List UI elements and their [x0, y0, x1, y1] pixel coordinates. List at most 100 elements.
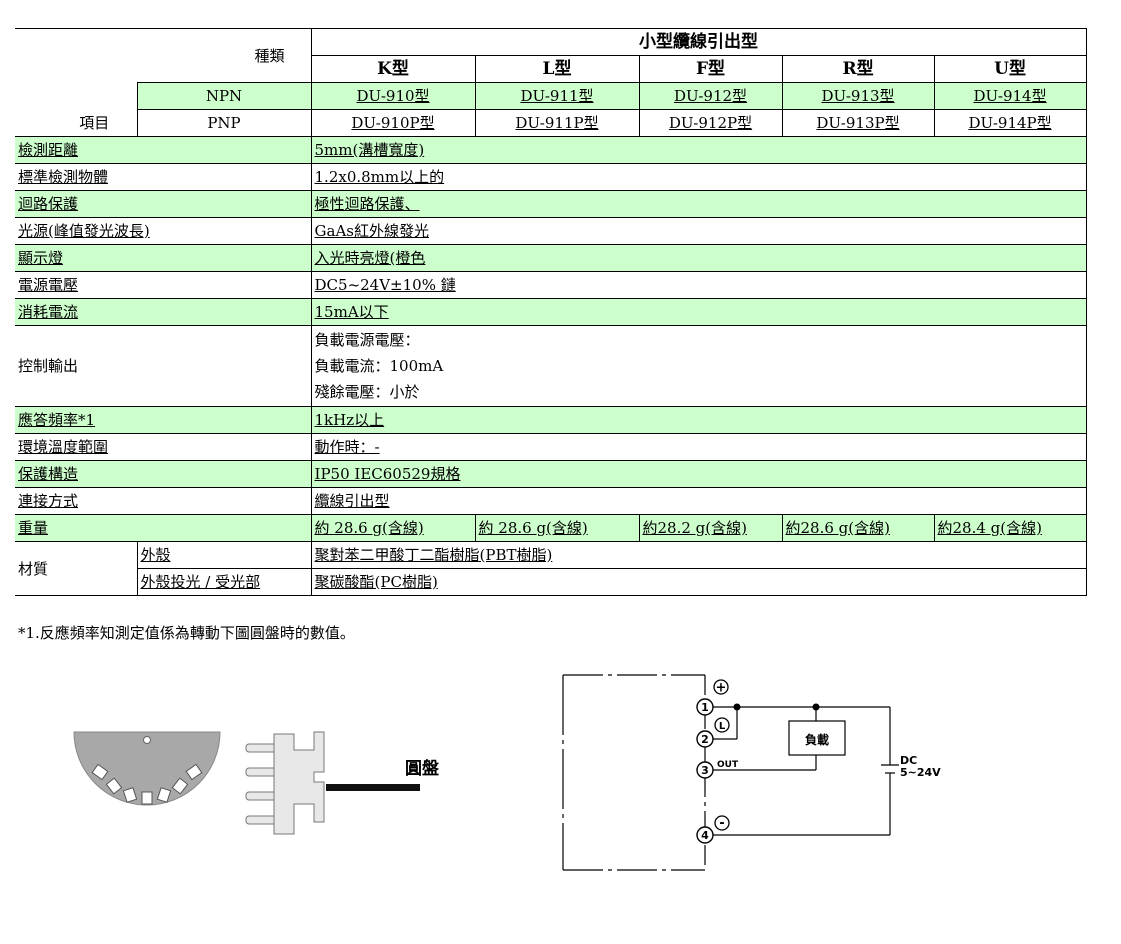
- load-box: [788, 720, 846, 756]
- spec-label: 光源(峰值發光波長): [15, 217, 312, 245]
- l-mark-icon: L: [714, 717, 730, 733]
- spec-row-protection: 保護構造 IP50 IEC60529規格: [15, 460, 1087, 488]
- spec-value: DC5~24V±10% 鏈: [310, 271, 1087, 299]
- sensor-pin: [245, 791, 277, 801]
- spec-value: 5mm(溝槽寬度): [310, 136, 1087, 164]
- l-mark-symbol: L: [719, 721, 726, 732]
- sensor-pin: [245, 815, 277, 825]
- spec-row-weight: 重量 約 28.6 g(含線) 約 28.6 g(含線) 約28.2 g(含線)…: [15, 514, 1087, 542]
- footnote: *1.反應頻率知測定值係為轉動下圖圓盤時的數值。: [18, 624, 355, 642]
- spec-value: 動作時：-: [310, 433, 1087, 461]
- weight-value-2: 約28.2 g(含線): [638, 514, 783, 542]
- spec-value: GaAs紅外線發光: [310, 217, 1087, 245]
- spec-row-control-output: 控制輸出 負載電源電壓： 負載電流：100mA 殘餘電壓：小於: [15, 325, 1087, 407]
- spec-value: 1.2x0.8mm以上的: [310, 163, 1087, 191]
- disk-edge-bar: [326, 784, 420, 791]
- disk-figure: 圓盤: [73, 731, 440, 835]
- spec-label: 檢測距離: [15, 136, 312, 164]
- disk-slot: [122, 787, 138, 803]
- dc-label: DC: [900, 754, 917, 767]
- sensor-pin: [245, 743, 277, 753]
- material-label: 材質: [15, 541, 138, 596]
- disk-slot: [141, 791, 153, 805]
- control-output-values: 負載電源電壓： 負載電流：100mA 殘餘電壓：小於: [310, 325, 1087, 407]
- model-u: U型: [933, 55, 1087, 83]
- spec-label: 環境溫度範圍: [15, 433, 312, 461]
- npn-row: NPN DU-910型 DU-911型 DU-912型 DU-913型 DU-9…: [15, 82, 1087, 110]
- type-label: 種類: [15, 28, 312, 83]
- spec-row-indicator: 顯示燈 入光時亮燈(橙色: [15, 244, 1087, 272]
- out-label: OUT: [717, 760, 739, 770]
- header-row-group: 種類 小型纜線引出型: [15, 28, 1087, 83]
- spec-value: 極性迴路保護、: [310, 190, 1087, 218]
- load-label: 負載: [805, 732, 829, 747]
- terminal-label: 1: [701, 701, 709, 714]
- disk-slot: [91, 763, 109, 781]
- voltage-label: 5~24V: [900, 766, 941, 779]
- control-output-line: 殘餘電壓：小於: [314, 383, 420, 401]
- spec-row-supply-voltage: 電源電壓 DC5~24V±10% 鏈: [15, 271, 1087, 299]
- control-output-label: 控制輸出: [15, 325, 312, 407]
- pnp-model-3: DU-913P型: [781, 109, 935, 137]
- model-l: L型: [474, 55, 640, 83]
- minus-icon: -: [714, 815, 730, 831]
- plus-symbol: +: [716, 681, 727, 696]
- spec-row-connection: 連接方式 纜線引出型: [15, 487, 1087, 515]
- spec-label: 應答頻率*1: [15, 406, 312, 434]
- spec-row-detect-distance: 檢測距離 5mm(溝槽寬度): [15, 136, 1087, 164]
- spec-label: 標準檢測物體: [15, 163, 312, 191]
- wires: [713, 706, 899, 836]
- material-value: 聚碳酸酯(PC樹脂): [310, 568, 1087, 596]
- spec-row-material-lens: 外殼投光 / 受光部 聚碳酸酯(PC樹脂): [15, 568, 1087, 596]
- model-r: R型: [781, 55, 935, 83]
- header-row-models: K型 L型 F型 R型 U型: [15, 55, 1087, 83]
- terminal-1: 1: [696, 698, 714, 716]
- pnp-model-0: DU-910P型: [310, 109, 476, 137]
- pnp-model-4: DU-914P型: [933, 109, 1087, 137]
- pnp-model-1: DU-911P型: [474, 109, 640, 137]
- npn-label: NPN: [136, 82, 312, 110]
- material-sub-label: 外殼: [136, 541, 312, 569]
- spec-label: 顯示燈: [15, 244, 312, 272]
- terminal-label: 3: [701, 764, 709, 777]
- spec-label: 電源電壓: [15, 271, 312, 299]
- disk-slot: [171, 777, 189, 795]
- pnp-model-2: DU-912P型: [638, 109, 783, 137]
- model-k: K型: [310, 55, 476, 83]
- spec-value: 纜線引出型: [310, 487, 1087, 515]
- sensor-outline: [562, 674, 706, 871]
- weight-value-3: 約28.6 g(含線): [781, 514, 935, 542]
- npn-model-1: DU-911型: [474, 82, 640, 110]
- terminal-label: 2: [701, 733, 709, 746]
- npn-model-0: DU-910型: [310, 82, 476, 110]
- wiring-diagram: 負載 1 2 3 4 + L - OUT DC 5~24V: [562, 674, 941, 871]
- disk-slot: [156, 787, 172, 803]
- disk-slot: [105, 777, 123, 795]
- minus-symbol: -: [719, 816, 724, 831]
- material-value: 聚對苯二甲酸丁二酯樹脂(PBT樹脂): [310, 541, 1087, 569]
- spec-row-ambient-temperature: 環境溫度範圍 動作時：-: [15, 433, 1087, 461]
- disk-label: 圓盤: [405, 758, 440, 779]
- spec-row-current: 消耗電流 15mA以下: [15, 298, 1087, 326]
- spec-row-response-frequency: 應答頻率*1 1kHz以上: [15, 406, 1087, 434]
- weight-value-4: 約28.4 g(含線): [933, 514, 1087, 542]
- spec-row-material-housing: 材質 外殼 聚對苯二甲酸丁二酯樹脂(PBT樹脂): [15, 541, 1087, 596]
- junction-dot: [812, 703, 820, 711]
- material-sub-label: 外殼投光 / 受光部: [136, 568, 312, 596]
- disk-slot: [185, 763, 203, 781]
- model-f: F型: [638, 55, 783, 83]
- spec-value: IP50 IEC60529規格: [310, 460, 1087, 488]
- spec-label: 保護構造: [15, 460, 312, 488]
- control-output-line: 負載電源電壓：: [314, 331, 420, 349]
- spec-label: 連接方式: [15, 487, 312, 515]
- spec-table: 種類 小型纜線引出型 K型 L型 F型 R型 U型 NPN DU-910型 DU…: [15, 28, 1087, 596]
- terminal-4: 4: [696, 826, 714, 844]
- weight-label: 重量: [15, 514, 312, 542]
- weight-value-1: 約 28.6 g(含線): [474, 514, 640, 542]
- disk-center-hole: [143, 736, 151, 744]
- disk-slots: [91, 763, 203, 805]
- sensor-body: [273, 731, 325, 835]
- spec-row-light-source: 光源(峰值發光波長) GaAs紅外線發光: [15, 217, 1087, 245]
- plus-icon: +: [713, 679, 729, 696]
- weight-value-0: 約 28.6 g(含線): [310, 514, 476, 542]
